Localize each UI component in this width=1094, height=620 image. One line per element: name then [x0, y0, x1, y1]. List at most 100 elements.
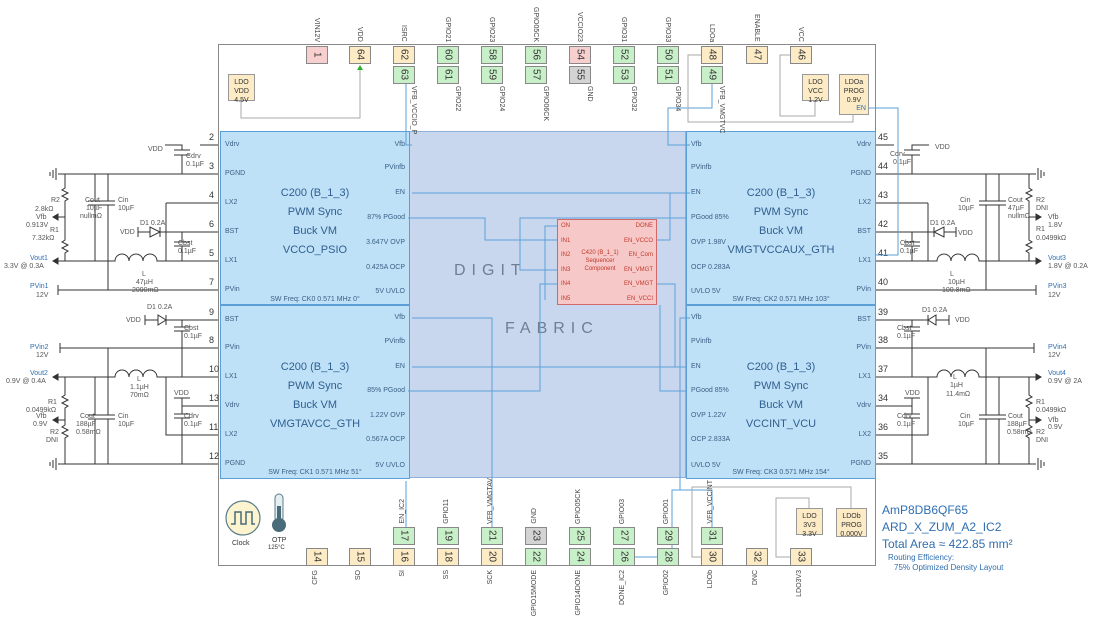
pin-name: GPIO06CK	[542, 86, 549, 122]
pin-29[interactable]: 29	[657, 527, 679, 545]
pin-27[interactable]: 27	[613, 527, 635, 545]
block-title-line: C200 (B_1_3)	[746, 187, 816, 199]
component-label: VDD	[955, 317, 970, 324]
pin-47[interactable]: 47	[746, 46, 768, 64]
pin-number: 9	[209, 307, 215, 317]
pin-label: PGND	[850, 460, 871, 467]
clock-label: Clock	[232, 540, 250, 547]
pin-number: 18	[442, 551, 454, 563]
pin-number: 55	[574, 69, 586, 81]
pin-20[interactable]: 20	[481, 548, 503, 566]
component-label: 47µH	[136, 279, 153, 286]
pin-name: VCC	[797, 27, 804, 42]
pin-name: GPIO05CK	[532, 6, 539, 42]
sequencer-title: C420 (B_1_1)	[581, 250, 619, 256]
component-label: L	[142, 271, 146, 278]
pin-22[interactable]: 22	[525, 548, 547, 566]
pin-52[interactable]: 52	[613, 46, 635, 64]
pin-28[interactable]: 28	[657, 548, 679, 566]
pin-59[interactable]: 59	[481, 66, 503, 84]
square-wave-icon[interactable]	[224, 500, 264, 538]
pin-label: LX2	[225, 199, 238, 206]
pin-19[interactable]: 19	[437, 527, 459, 545]
pin-14[interactable]: 14	[306, 548, 328, 566]
sequencer-input: IN5	[561, 295, 571, 302]
thermometer-icon[interactable]	[268, 492, 290, 534]
component-label: 10µF	[86, 205, 103, 212]
pin-62[interactable]: 62	[393, 46, 415, 64]
sw-freq: SW Freq: CK2 0.571 MHz 103°	[732, 296, 830, 303]
pin-49[interactable]: 49	[701, 66, 723, 84]
inner-pin-label: PVinfb	[384, 164, 406, 171]
pin-number: 31	[706, 530, 718, 542]
pin-name: VDD	[356, 27, 363, 42]
pin-48[interactable]: 48	[701, 46, 723, 64]
inner-pin-label: UVLO 5V	[691, 288, 721, 295]
pin-60[interactable]: 60	[437, 46, 459, 64]
pin-21[interactable]: 21	[481, 527, 503, 545]
pin-number: 4	[209, 190, 215, 200]
pin-64[interactable]: 64	[349, 46, 371, 64]
pin-54[interactable]: 54	[569, 46, 591, 64]
component-label: 12V	[36, 292, 49, 299]
component-label: 188µF	[1007, 421, 1027, 428]
pin-15[interactable]: 15	[349, 548, 371, 566]
pin-label: Vdrv	[856, 402, 871, 409]
pin-name: GPIO33	[664, 16, 671, 42]
pin-30[interactable]: 30	[701, 548, 723, 566]
pin-label: PVin	[225, 344, 240, 351]
pin-26[interactable]: 26	[613, 548, 635, 566]
pin-50[interactable]: 50	[657, 46, 679, 64]
pin-46[interactable]: 46	[790, 46, 812, 64]
pin-58[interactable]: 58	[481, 46, 503, 64]
pin-25[interactable]: 25	[569, 527, 591, 545]
pin-57[interactable]: 57	[525, 66, 547, 84]
component-label: 10µF	[118, 205, 135, 212]
pin-16[interactable]: 16	[393, 548, 415, 566]
pin-name: VIN12V	[313, 17, 320, 42]
block-title-line: PWM Sync	[287, 380, 343, 392]
component-label: Vfb	[1048, 214, 1059, 221]
pin-1[interactable]: 1	[306, 46, 328, 64]
pin-number: 52	[618, 49, 630, 61]
pin-label: BST	[225, 316, 239, 323]
pin-name: LDO3V3	[796, 570, 803, 597]
block-title-line: Buck VM	[292, 399, 337, 411]
pin-18[interactable]: 18	[437, 548, 459, 566]
pin-55[interactable]: 55	[569, 66, 591, 84]
component-label: Cin	[118, 413, 129, 420]
block-title-line: PWM Sync	[753, 380, 809, 392]
pin-24[interactable]: 24	[569, 548, 591, 566]
pin-number: 44	[878, 161, 889, 171]
component-label: 0.1µF	[897, 333, 916, 340]
pin-name: SI	[399, 570, 406, 577]
pin-33[interactable]: 33	[790, 548, 812, 566]
pin-31[interactable]: 31	[701, 527, 723, 545]
pin-63[interactable]: 63	[393, 66, 415, 84]
block-title-line: Buck VM	[292, 225, 337, 237]
component-label: VDD	[148, 146, 163, 153]
pin-61[interactable]: 61	[437, 66, 459, 84]
pin-53[interactable]: 53	[613, 66, 635, 84]
pin-17[interactable]: 17	[393, 527, 415, 545]
pin-number: 27	[618, 530, 630, 542]
pin-number: 39	[878, 307, 889, 317]
pin-51[interactable]: 51	[657, 66, 679, 84]
pin-32[interactable]: 32	[746, 548, 768, 566]
pin-number: 41	[878, 248, 889, 258]
pin-number: 10	[209, 364, 220, 374]
pin-23[interactable]: 23	[525, 527, 547, 545]
pin-name: EN_IC2	[399, 499, 406, 524]
pin-56[interactable]: 56	[525, 46, 547, 64]
pin-number: 61	[442, 69, 454, 81]
